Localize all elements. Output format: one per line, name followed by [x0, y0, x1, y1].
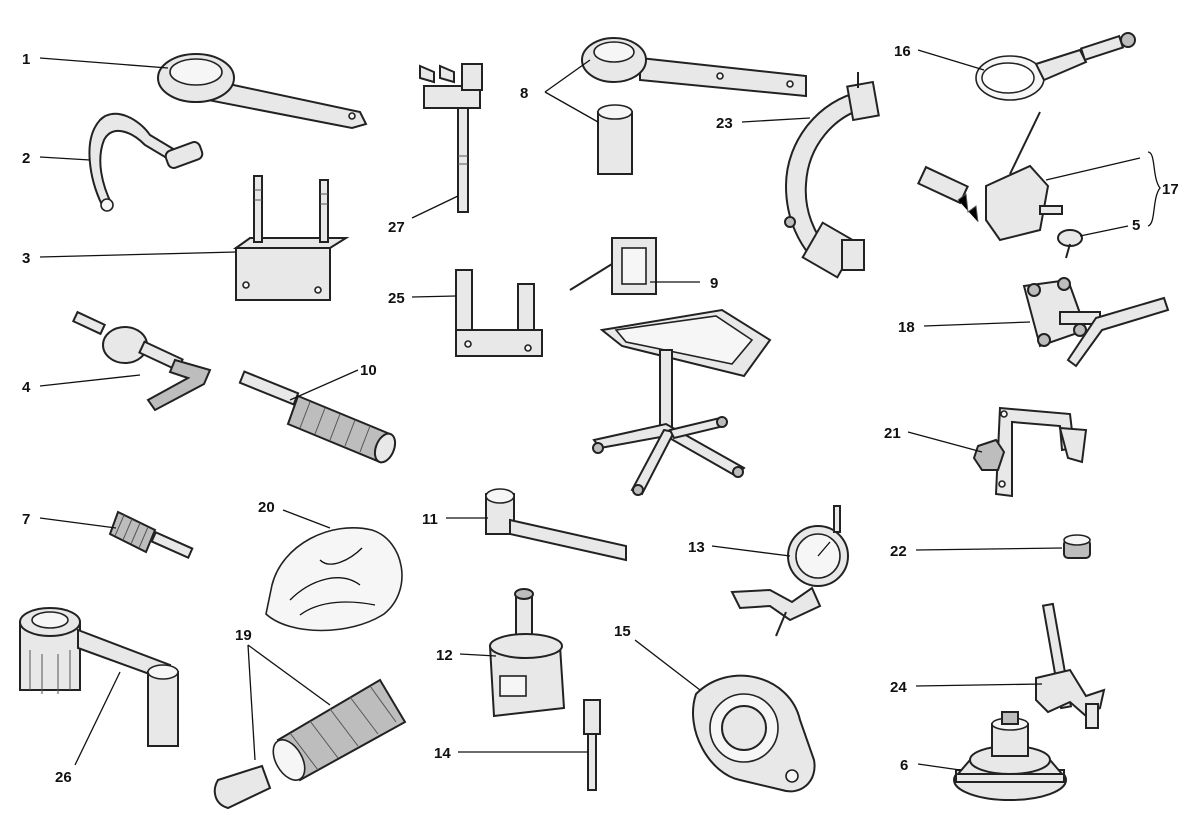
label-9: 9 — [710, 275, 718, 292]
leader-27 — [411, 195, 459, 219]
label-15: 15 — [614, 623, 631, 640]
leader-20 — [282, 509, 331, 529]
tool-1-ring-spanner — [157, 53, 368, 130]
leader-1 — [39, 57, 169, 69]
label-23: 23 — [716, 115, 733, 132]
label-13: 13 — [688, 539, 705, 556]
leader-22 — [915, 547, 1063, 551]
label-20: 20 — [258, 499, 275, 516]
tool-25-fork-bracket — [455, 269, 543, 357]
brace-17 — [1147, 151, 1161, 227]
label-21: 21 — [884, 425, 901, 442]
label-1: 1 — [22, 51, 30, 68]
tool-9-engine-stand — [569, 237, 772, 496]
leader-4 — [39, 374, 141, 387]
leader-12 — [459, 653, 497, 657]
leader-18 — [923, 321, 1031, 327]
leader-5 — [1079, 225, 1129, 237]
leader-16 — [917, 49, 985, 71]
leader-3 — [39, 251, 237, 258]
label-22: 22 — [890, 543, 907, 560]
tool-8-pin-spanner-and-socket — [581, 37, 807, 175]
tool-10-handle-driver — [238, 370, 397, 464]
leader-10 — [289, 369, 359, 401]
tool-13-dial-gauge — [730, 505, 849, 637]
label-2: 2 — [22, 150, 30, 167]
tool-7-knurled-pin — [108, 510, 194, 560]
leader-2 — [39, 156, 91, 161]
tool-26-socket-handle — [19, 607, 179, 747]
leader-17 — [1045, 157, 1141, 181]
leader-24 — [915, 683, 1043, 687]
label-19: 19 — [235, 627, 252, 644]
tool-14-pin-punch — [583, 699, 601, 791]
leader-6 — [917, 763, 961, 771]
label-14: 14 — [434, 745, 451, 762]
tool-11-small-spanner — [485, 488, 627, 562]
leader-19b — [247, 644, 331, 706]
label-26: 26 — [55, 769, 72, 786]
label-27: 27 — [388, 219, 405, 236]
tool-19-sleeve-and-cap — [213, 678, 407, 810]
tool-2-bent-rod — [88, 112, 204, 212]
label-6: 6 — [900, 757, 908, 774]
leader-21 — [907, 431, 983, 453]
tool-24-rod-clamp — [1035, 602, 1106, 729]
label-5: 5 — [1132, 217, 1140, 234]
leader-26 — [74, 671, 121, 766]
label-11: 11 — [422, 511, 438, 528]
label-24: 24 — [890, 679, 907, 696]
tool-4-t-handle-puller — [71, 310, 212, 412]
leader-25 — [411, 295, 457, 298]
label-10: 10 — [360, 362, 377, 379]
label-7: 7 — [22, 511, 30, 528]
label-4: 4 — [22, 379, 31, 396]
label-8: 8 — [520, 85, 528, 102]
tool-20-protective-cover — [265, 527, 403, 632]
tool-17-spring-holder — [917, 111, 1063, 242]
tool-5-small-disc — [1057, 229, 1083, 259]
label-3: 3 — [22, 250, 30, 267]
leader-23 — [741, 117, 811, 123]
tool-23-arched-bracket — [784, 72, 880, 279]
tool-18-puller-with-handle — [1022, 277, 1170, 368]
leader-19a — [247, 644, 256, 761]
tool-16-strap-wrench — [975, 32, 1136, 101]
label-16: 16 — [894, 43, 911, 60]
tool-22-small-nut — [1063, 534, 1091, 559]
leader-7 — [39, 517, 117, 529]
label-12: 12 — [436, 647, 453, 664]
label-18: 18 — [898, 319, 915, 336]
tool-12-puller-body — [488, 588, 566, 718]
label-17: 17 — [1162, 181, 1179, 198]
tool-21-knob-bracket — [972, 406, 1088, 498]
label-25: 25 — [388, 290, 405, 307]
leader-8a — [544, 59, 591, 93]
leader-8b — [544, 91, 599, 123]
tool-3-stud-plate — [232, 175, 350, 301]
leader-15 — [634, 639, 701, 691]
tool-6-base-stand — [953, 711, 1067, 801]
leader-13 — [711, 545, 791, 557]
tool-27-wing-nut-rod — [419, 63, 483, 213]
tool-15-splined-ring-holder — [692, 674, 816, 793]
